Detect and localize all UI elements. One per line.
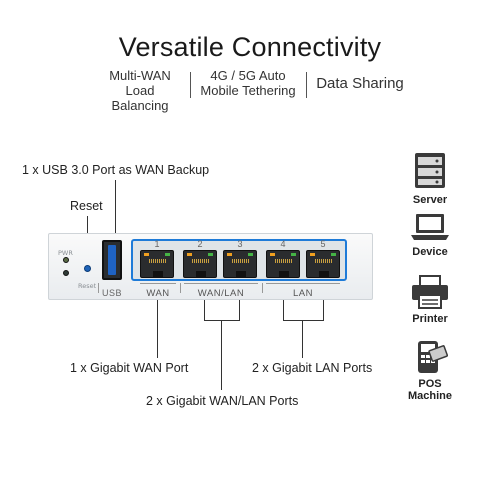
status-led-icon [63, 270, 69, 276]
pwr-led-icon [63, 257, 69, 263]
device-label: Printer [412, 313, 448, 325]
device-label: POS [418, 378, 442, 390]
usb-callout-line [115, 180, 116, 240]
separator [306, 72, 307, 98]
port-number: 4 [280, 239, 286, 249]
pos-machine-icon [418, 341, 448, 373]
port-pins [192, 259, 209, 263]
link-led-icon [187, 253, 192, 256]
reset-label: Reset [78, 282, 97, 290]
port-pins [315, 259, 332, 263]
device-pos: POS Machine [400, 340, 460, 402]
lan-group-label: LAN [293, 288, 313, 299]
usb-label: USB [102, 288, 123, 298]
port-slot [196, 271, 206, 277]
port-number: 3 [237, 239, 243, 249]
wan-callout: 1 x Gigabit WAN Port [70, 361, 189, 375]
link-led-icon [310, 253, 315, 256]
separator [190, 72, 191, 98]
port-slot [279, 271, 289, 277]
port-number: 5 [320, 239, 326, 249]
device-label-line2: Machine [407, 390, 452, 402]
reset-button[interactable] [84, 265, 91, 272]
device-printer: Printer [400, 275, 460, 325]
page-title: Versatile Connectivity [118, 32, 382, 62]
feature-line: Multi-WAN [109, 68, 171, 83]
wanlan-callout-line [239, 298, 240, 320]
ethernet-port-3[interactable] [223, 250, 257, 278]
feature-line: Mobile Tethering [200, 83, 296, 98]
lan-callout-line [323, 298, 324, 320]
printer-icon [412, 275, 448, 309]
lan-callout: 2 x Gigabit LAN Ports [252, 361, 373, 375]
port-pins [149, 259, 166, 263]
activity-led-icon [208, 253, 213, 256]
port-slot [319, 271, 329, 277]
feature-mobile-tethering: 4G / 5G Auto Mobile Tethering [196, 68, 300, 98]
port-pins [275, 259, 292, 263]
reset-callout: Reset [70, 199, 103, 213]
wanlan-callout-line [204, 298, 205, 320]
activity-led-icon [291, 253, 296, 256]
ethernet-port-2[interactable] [183, 250, 217, 278]
port-slot [153, 271, 163, 277]
wanlan-callout-line [204, 320, 240, 321]
lan-callout-line [302, 320, 303, 358]
usb-callout: 1 x USB 3.0 Port as WAN Backup [22, 163, 210, 177]
port-slot [236, 271, 246, 277]
pwr-label: PWR [58, 249, 73, 257]
activity-led-icon [331, 253, 336, 256]
port-number: 1 [154, 239, 160, 249]
lan-group-line [266, 283, 340, 284]
port-pins [232, 259, 249, 263]
group-divider [180, 283, 181, 293]
device-label: Server [412, 194, 448, 206]
group-divider [98, 283, 99, 293]
wan-callout-line [157, 298, 158, 358]
usb-port[interactable] [102, 240, 122, 280]
port-number: 2 [197, 239, 203, 249]
lan-callout-line [283, 320, 324, 321]
ethernet-port-4[interactable] [266, 250, 300, 278]
link-led-icon [227, 253, 232, 256]
wan-group-label: WAN [146, 288, 170, 299]
wanlan-callout: 2 x Gigabit WAN/LAN Ports [146, 394, 299, 408]
activity-led-icon [248, 253, 253, 256]
wanlan-group-label: WAN/LAN [197, 288, 245, 299]
ethernet-port-5[interactable] [306, 250, 340, 278]
group-divider [262, 283, 263, 293]
feature-line: Load Balancing [111, 83, 169, 113]
feature-data-sharing: Data Sharing [316, 75, 404, 92]
feature-multi-wan: Multi-WAN Load Balancing [96, 68, 184, 113]
activity-led-icon [165, 253, 170, 256]
ethernet-port-1[interactable] [140, 250, 174, 278]
link-led-icon [270, 253, 275, 256]
link-led-icon [144, 253, 149, 256]
wan-group-line [140, 283, 176, 284]
wanlan-callout-line [221, 320, 222, 390]
server-icon [415, 153, 445, 188]
device-label: Device [412, 246, 448, 258]
wanlan-group-line [184, 283, 258, 284]
laptop-icon [411, 214, 449, 240]
feature-line: 4G / 5G Auto [210, 68, 286, 83]
device-laptop: Device [400, 212, 460, 258]
lan-callout-line [283, 298, 284, 320]
device-server: Server [400, 152, 460, 206]
feature-row: Multi-WAN Load Balancing 4G / 5G Auto Mo… [0, 68, 500, 113]
